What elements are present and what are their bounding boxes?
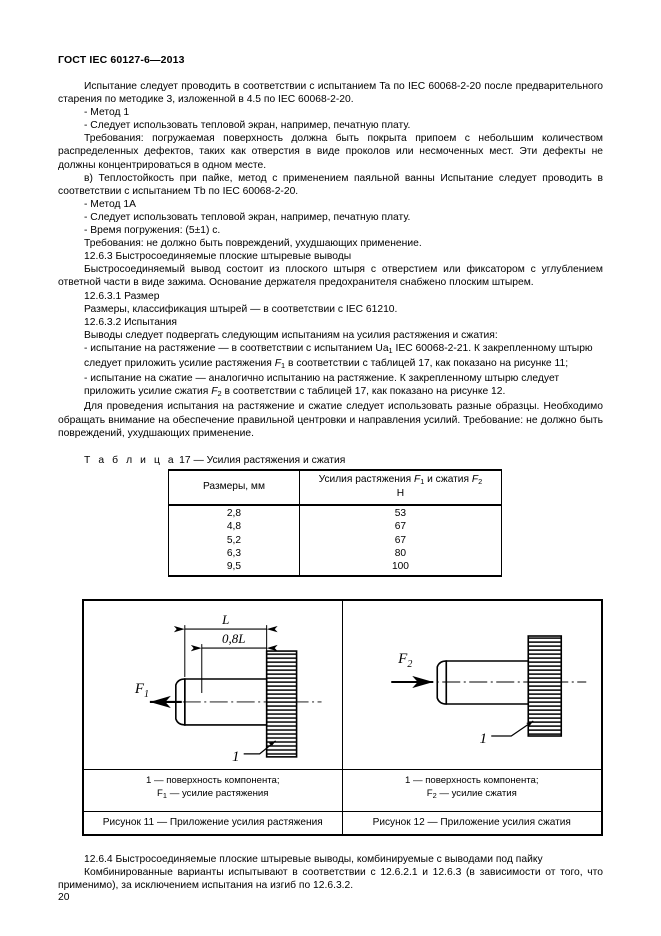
- paragraph-quick-connect-desc: Быстросоединяемый вывод состоит из плоск…: [58, 264, 603, 289]
- figure12-drawing: F2 1: [343, 601, 602, 769]
- figure12-legend-force: F: [426, 787, 433, 799]
- paragraph-method-1: - Метод 1: [84, 107, 130, 119]
- figure12-legend-force-sub: 2: [432, 790, 437, 800]
- tension-sub-1: 1: [388, 345, 393, 355]
- compression-text-b: в соответствии с таблицей 17, как показа…: [221, 386, 506, 398]
- svg-text:F2: F2: [397, 651, 412, 670]
- table17-head: Размеры, мм Усилия растяжения F1 и сжати…: [168, 468, 503, 506]
- table17-cell-force: 100: [298, 560, 503, 577]
- figure12-caption: Рисунок 12 — Приложение усилия сжатия: [342, 810, 601, 834]
- document-header: ГОСТ IEC 60127-6—2013: [58, 54, 185, 66]
- page-content: ГОСТ IEC 60127-6—2013 Испытание следует …: [58, 54, 603, 892]
- paragraph-compression-test: - испытание на сжатие — аналогично испыт…: [58, 372, 603, 400]
- section-12-6-3-1-heading: 12.6.3.1 Размер: [84, 290, 160, 302]
- section-12-6-4-heading: 12.6.4 Быстросоединяемые плоские штыревы…: [84, 853, 543, 865]
- figure11-legend-force: F: [157, 787, 163, 799]
- svg-text:1: 1: [232, 749, 239, 765]
- svg-text:1: 1: [479, 731, 487, 747]
- svg-text:F1: F1: [134, 681, 149, 700]
- header-force-unit: Н: [396, 488, 405, 500]
- paragraph-requirements-solder: Требования: погружаемая поверхность долж…: [58, 133, 603, 171]
- table17-wrapper: Размеры, мм Усилия растяжения F1 и сжати…: [168, 468, 503, 577]
- tension-force-symbol: F: [274, 358, 281, 370]
- paragraph-heat-shield-2: - Следует использовать тепловой экран, н…: [84, 211, 411, 223]
- paragraph-separate-samples: Для проведения испытания на растяжение и…: [58, 401, 603, 439]
- paragraph-method-1a: - Метод 1А: [84, 198, 136, 210]
- figure12-legend-line1: 1 — поверхность компонента;: [404, 774, 539, 786]
- table17-cell-size: 2,8: [168, 504, 300, 521]
- table17-cell-size: 6,3: [168, 547, 300, 561]
- paragraph-tests-intro: Выводы следует подвергать следующим испы…: [84, 329, 498, 341]
- paragraph-ta-test: Испытание следует проводить в соответств…: [58, 81, 603, 106]
- svg-text:0,8L: 0,8L: [222, 631, 245, 646]
- table17-cell-size: 5,2: [168, 533, 300, 547]
- table17-cell-force: 67: [298, 520, 503, 534]
- table17-cell-size: 9,5: [168, 560, 300, 577]
- compression-force-sub: 2: [217, 389, 222, 399]
- paragraph-dimensions-iec61210: Размеры, классификация штырей — в соотве…: [84, 303, 398, 315]
- section-12-6-3-heading: 12.6.3 Быстросоединяемые плоские штыревы…: [84, 251, 352, 263]
- figures-drawing-row: L 0,8L F1 1 1 — поверхность компонента; …: [84, 600, 602, 834]
- table17-caption-text: — Усилия растяжения и сжатия: [193, 454, 346, 466]
- table17-caption: Т а б л и ц а 17 — Усилия растяжения и с…: [58, 455, 603, 466]
- table17-cell-force: 80: [298, 547, 503, 561]
- paragraph-tension-test: - испытание на растяжение — в соответств…: [58, 342, 603, 372]
- header-force-text-a: Усилия растяжения: [318, 473, 414, 485]
- figures-block: L 0,8L F1 1 1 — поверхность компонента; …: [82, 598, 603, 836]
- svg-text:L: L: [221, 612, 229, 627]
- header-force-var2-sub: 2: [478, 476, 483, 486]
- figure11-svg: L 0,8L F1 1: [134, 612, 322, 765]
- table17-cell-force: 67: [298, 533, 503, 547]
- tension-force-sub: 1: [281, 361, 286, 371]
- page-number: 20: [58, 892, 70, 903]
- trailing-text: 12.6.4 Быстросоединяемые плоские штыревы…: [58, 853, 603, 892]
- header-force-var1: F: [413, 473, 421, 485]
- figure11-legend-force-text: — усилие растяжения: [167, 787, 269, 799]
- tension-text-a: - испытание на растяжение — в соответств…: [84, 342, 389, 354]
- table17-cell-size: 4,8: [168, 520, 300, 534]
- table17: Размеры, мм Усилия растяжения F1 и сжати…: [168, 468, 503, 577]
- table17-header-row: Размеры, мм Усилия растяжения F1 и сжати…: [168, 468, 503, 506]
- table17-caption-number: 17: [179, 454, 191, 466]
- figure11-legend-line2: F1 — усилие растяжения: [88, 787, 338, 802]
- header-force-var2: F: [471, 473, 479, 485]
- header-force-text-b: и сжатия: [424, 473, 472, 485]
- table17-cell-force: 53: [298, 504, 503, 521]
- figure12-svg: F2 1: [390, 635, 586, 747]
- paragraph-requirements-damage: Требования: не должно быть повреждений, …: [84, 238, 422, 250]
- tension-text-c: в соответствии с таблицей 17, как показа…: [285, 358, 569, 370]
- figure11-legend-force-sub: 1: [162, 790, 168, 800]
- paragraph-combined-variants: Комбинированные варианты испытывают в со…: [58, 866, 603, 892]
- figure12-cell: F2 1 1 — поверхность компонента; F2 — ус…: [342, 601, 602, 834]
- figure11-drawing: L 0,8L F1 1: [84, 601, 342, 769]
- tension-text-b: IEC 60068-2-21. К закрепленному штырю сл…: [84, 342, 593, 370]
- paragraph-heat-shield-1: - Следует использовать тепловой экран, н…: [84, 120, 411, 132]
- paragraph-solder-bath: в) Теплостойкость при пайке, метод с при…: [58, 172, 603, 197]
- compression-force-symbol: F: [211, 386, 218, 398]
- figure11-legend: 1 — поверхность компонента; F1 — усилие …: [84, 768, 342, 811]
- figure11-legend-line1: 1 — поверхность компонента;: [145, 774, 280, 786]
- section-12-6-3-2-heading: 12.6.3.2 Испытания: [84, 316, 177, 328]
- table17-caption-label: Т а б л и ц а: [84, 454, 177, 466]
- table17-header-size: Размеры, мм: [168, 468, 300, 506]
- paragraph-immersion-time: - Время погружения: (5±1) с.: [84, 225, 221, 237]
- figure12-legend-force-text: — усилие сжатия: [436, 787, 517, 799]
- header-force-var1-sub: 1: [420, 476, 425, 486]
- compression-text-a: - испытание на сжатие — аналогично испыт…: [84, 373, 560, 398]
- figure11-caption: Рисунок 11 — Приложение усилия растяжени…: [84, 810, 342, 834]
- figure12-legend: 1 — поверхность компонента; F2 — усилие …: [342, 768, 601, 811]
- figure12-legend-line2: F2 — усилие сжатия: [347, 787, 598, 802]
- figure11-cell: L 0,8L F1 1 1 — поверхность компонента; …: [84, 600, 343, 834]
